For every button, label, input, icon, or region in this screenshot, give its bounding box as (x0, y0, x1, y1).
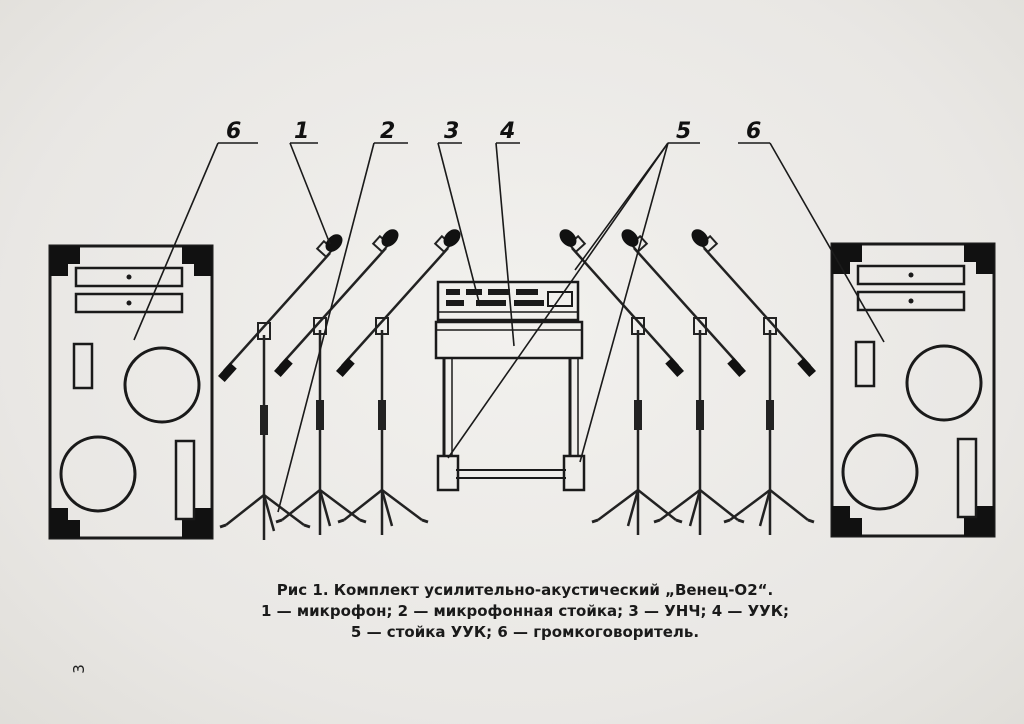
callout-3: 3 (444, 119, 459, 144)
uuk-console (434, 320, 586, 492)
page-number: 3 (69, 664, 88, 674)
loudspeaker-left (48, 244, 214, 540)
callout-5: 5 (676, 119, 691, 144)
microphone-stand-4 (554, 224, 686, 537)
callout-1: 1 (294, 119, 309, 144)
callout-2: 2 (380, 119, 395, 144)
callout-6-left: 6 (226, 119, 241, 144)
figure-caption: Рис 1. Комплект усилительно-акустический… (200, 580, 850, 643)
caption-line-2: 1 — микрофон; 2 — микрофонная стойка; 3 … (261, 602, 789, 620)
caption-line-1: Рис 1. Комплект усилительно-акустический… (276, 581, 774, 599)
leader-lines (133, 142, 885, 513)
caption-line-3: 5 — стойка УУК; 6 — громкоговоритель. (350, 623, 700, 641)
microphone-stand-6 (686, 224, 818, 537)
callout-4: 4 (499, 119, 515, 144)
loudspeaker-right (830, 242, 996, 538)
amplifier-unit (436, 280, 580, 322)
callout-6-right: 6 (746, 119, 761, 144)
